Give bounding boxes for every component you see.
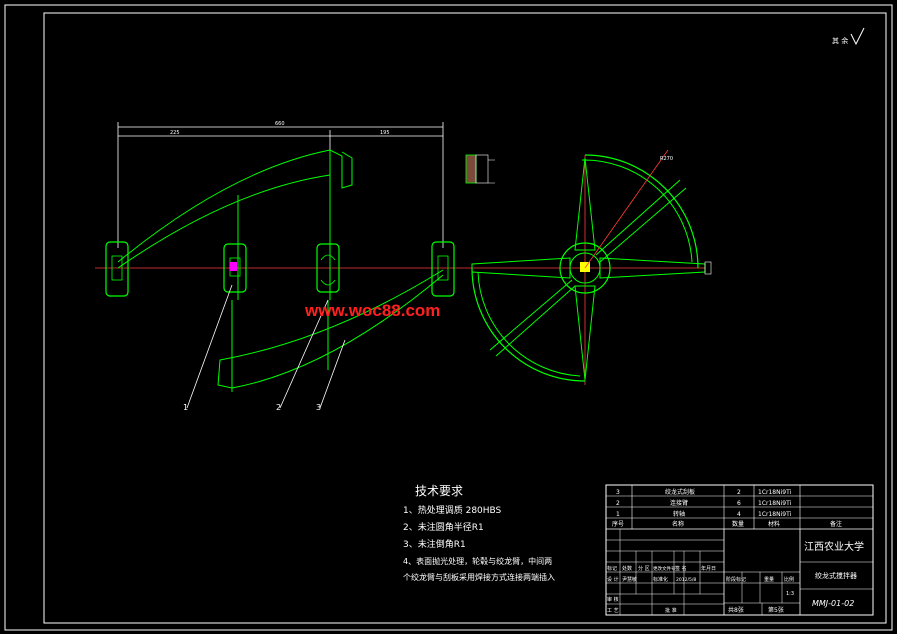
scale-label: 比例 [784,576,794,583]
hub-left [105,241,129,297]
stage-mark-label: 阶段标记 [726,576,746,583]
standardization-label: 标准化 [653,576,668,583]
drawing-number: MMJ-01-02 [812,599,854,608]
side-hub-outer [559,242,611,294]
parts-row2-no: 2 [616,500,620,507]
university-name: 江西农业大学 [804,540,864,553]
rev-header-1: 标记 [607,565,617,572]
parts-row2-material: 1Cr18Ni9Ti [758,500,792,507]
hub-mid-1 [223,243,247,293]
dim-side-radius: R270 [660,156,673,162]
tech-requirements: 技术要求 1、热处理调质 280HBS 2、未注圆角半径R1 3、未注倒角R1 … [403,484,555,582]
balloon-1: 1 [183,403,188,412]
parts-row2-name: 连接臂 [670,499,688,507]
dim-overall: 660 [275,121,285,127]
sheet-no: 第5张 [768,606,784,614]
designer-name: 尹慧敏 [622,576,637,583]
parts-row3-material: 1Cr18Ni9Ti [758,511,792,518]
parts-row3-qty: 4 [737,511,741,518]
lower-blade [217,269,444,389]
parts-row1-no: 3 [616,489,620,496]
tech-item-3: 3、未注倒角R1 [403,538,466,550]
review-label: 审 核 [607,596,619,603]
section-view [465,154,495,184]
watermark-text: www.woc88.com [304,301,440,320]
approve-label: 批 准 [665,607,677,614]
parts-header-qty: 数量 [732,520,744,528]
roughness-note: 其 余 [832,27,865,46]
upper-blade [117,149,353,269]
rev-header-6: 年月日 [701,565,716,572]
parts-row1-name: 绞龙式刮板 [665,488,695,496]
tech-title: 技术要求 [415,484,463,498]
tech-item-5: 个绞龙臂与刮板采用焊接方式连接两端插入 [403,572,555,582]
hub-right [431,241,455,297]
title-block: 3 绞龙式刮板 2 1Cr18Ni9Ti 2 连接臂 6 1Cr18Ni9Ti … [605,484,874,616]
parts-header-name: 名称 [672,520,684,528]
rev-header-4: 更改文件号 [653,565,676,572]
part-name: 绞龙式搅拌器 [815,571,857,580]
designer-label: 设 计 [607,576,619,583]
design-date: 2012/5/8 [676,577,696,583]
rev-header-5: 签 名 [675,565,687,572]
parts-row1-material: 1Cr18Ni9Ti [758,489,792,496]
roughness-symbol-icon [850,27,865,46]
parts-row2-qty: 6 [737,500,741,507]
tech-item-2: 2、未注圆角半径R1 [403,521,484,533]
tech-item-4: 4、表面抛光处理，轮毂与绞龙臂，中间两 [403,556,552,566]
parts-row3-name: 转轴 [673,510,685,518]
scale-value: 1:3 [786,591,794,597]
balloon-2: 2 [276,403,281,412]
balloon-3: 3 [316,403,321,412]
parts-row1-qty: 2 [737,489,741,496]
roughness-note-text: 其 余 [832,36,848,45]
front-view: 660 225 195 1 2 3 [95,121,470,412]
parts-header-remark: 备注 [830,520,842,528]
dim-right: 195 [380,130,390,136]
rev-header-2: 处数 [622,565,632,572]
parts-header-no: 序号 [612,520,624,528]
parts-header-material: 材料 [768,520,780,528]
rev-header-3: 分 区 [638,565,650,572]
side-view: R270 [470,149,712,385]
parts-row3-no: 1 [616,511,620,518]
inner-border [43,12,887,624]
weight-label: 重量 [764,576,774,583]
sheet-total: 共8张 [728,606,744,614]
outer-border [4,4,893,631]
tech-item-1: 1、热处理调质 280HBS [403,504,502,516]
process-label: 工 艺 [607,608,619,614]
dim-left: 225 [170,130,180,136]
hub-mid-2 [316,243,340,293]
